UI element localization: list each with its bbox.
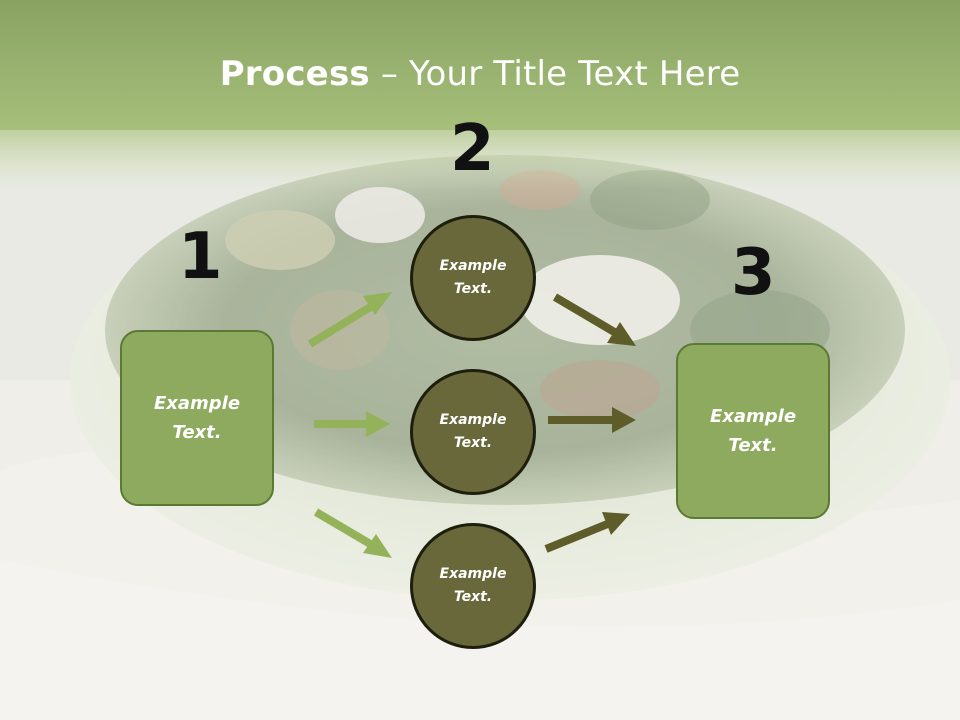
circle-step-1: Example Text. <box>410 215 536 341</box>
step-number-2: 2 <box>450 112 495 186</box>
slide-title: Process – Your Title Text Here <box>0 52 960 96</box>
right-process-box: Example Text. <box>676 343 830 519</box>
arrow-left-to-circle-1 <box>307 292 392 348</box>
right-box-label: Example Text. <box>709 406 797 456</box>
arrow-circle-3-to-right <box>544 512 630 553</box>
circle-1-label: Example Text. <box>439 258 507 297</box>
arrow-circle-2-to-right <box>548 407 636 433</box>
step-number-1: 1 <box>178 220 223 294</box>
circle-step-3: Example Text. <box>410 523 536 649</box>
circle-step-2: Example Text. <box>410 369 536 495</box>
arrow-left-to-circle-3 <box>313 508 392 558</box>
circle-2-label: Example Text. <box>439 412 507 451</box>
circle-3-label: Example Text. <box>439 566 507 605</box>
left-process-box: Example Text. <box>120 330 274 506</box>
title-rest: – Your Title Text Here <box>369 54 741 94</box>
arrow-left-to-circle-2 <box>314 411 390 437</box>
step-number-3: 3 <box>731 236 776 310</box>
left-box-label: Example Text. <box>153 393 241 443</box>
arrow-circle-1-to-right <box>552 293 636 346</box>
title-bold: Process <box>219 54 370 94</box>
